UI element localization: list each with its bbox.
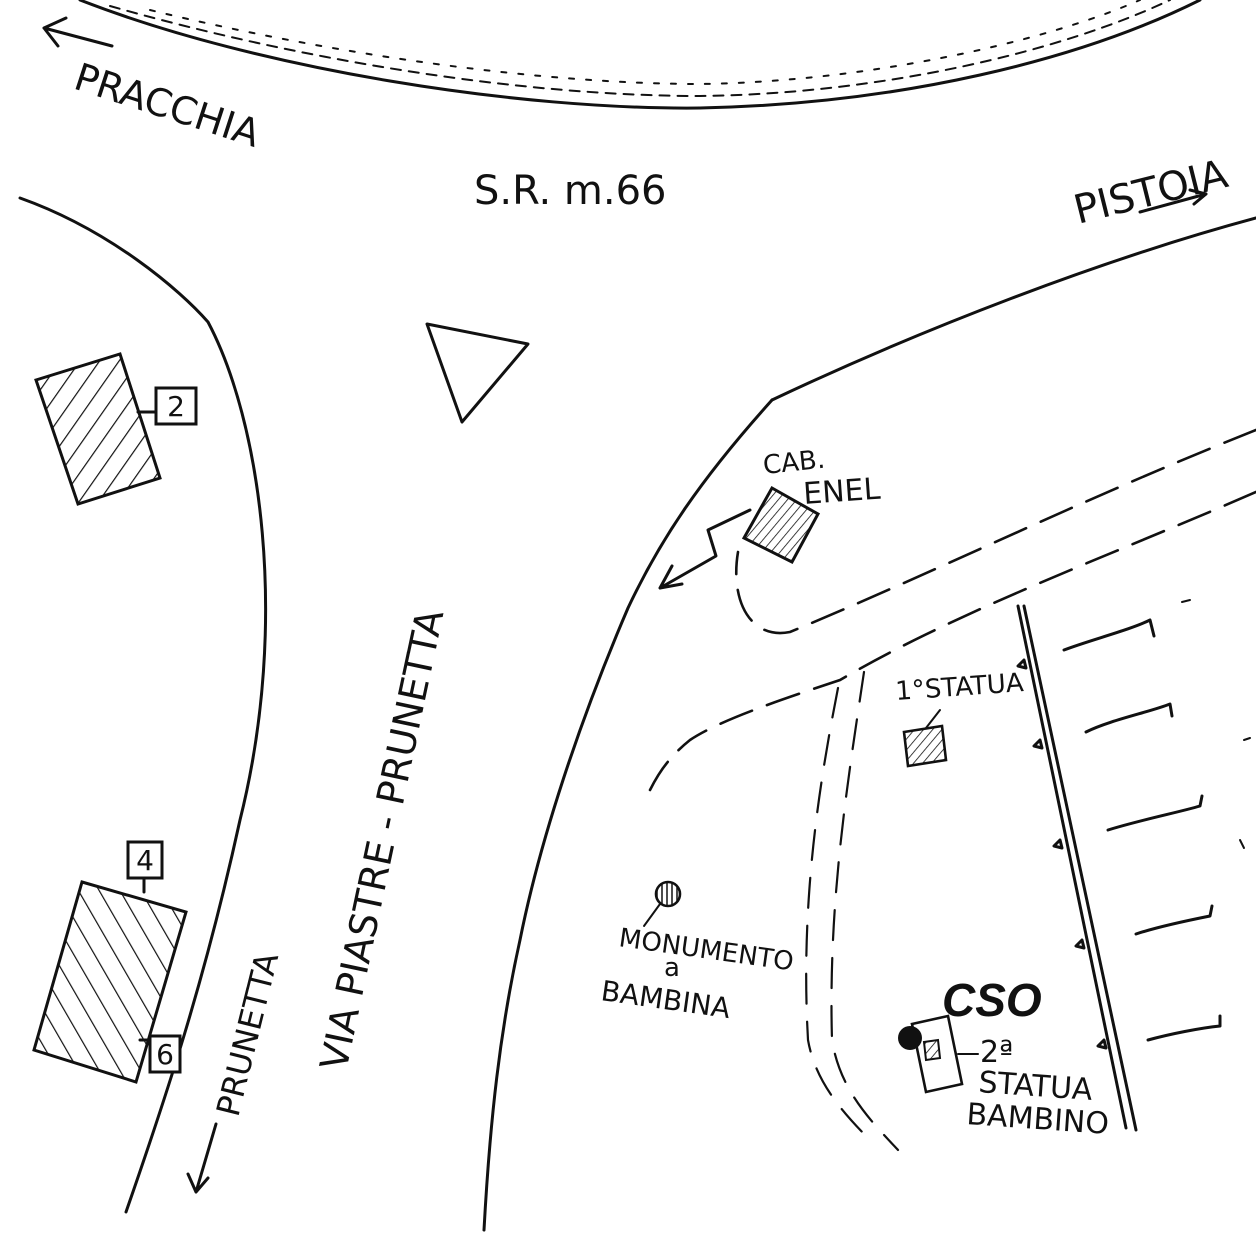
dir-right-label: PISTOIA [1069,151,1232,234]
monument-icon [654,880,682,908]
building-4-number: 4 [136,844,154,877]
cabin-pointer-icon [658,508,752,590]
cabin-label-1: CAB. [762,445,827,481]
direction-pistoia: PISTOIA [1069,151,1232,234]
dir-down-label: PRUNETTA [209,949,286,1120]
road-edge-center [482,398,774,1232]
cso-marker-icon [898,1026,922,1050]
building-4-6: 4 6 [32,840,188,1084]
arrow-right-icon [1138,188,1208,214]
building-6-number: 6 [156,1038,174,1071]
arrow-left-icon [42,16,114,48]
statue2-label-1: 2ª [980,1035,1013,1070]
road-edge-left [18,196,268,1214]
monument-label-2: a [664,953,680,983]
statue1-label: 1°STATUA [894,668,1024,707]
dashed-lane-1 [734,428,1256,635]
road-edge-right [770,216,1256,402]
fence [1016,604,1138,1132]
hedge-curve [78,0,1202,110]
building-2: 2 [34,352,198,506]
dashed-lane-3 [805,686,872,1142]
building-2-number: 2 [167,390,185,423]
road-main-label: S.R. m.66 [474,168,666,214]
direction-prunetta: PRUNETTA [186,949,286,1194]
cabin-label-2: ENEL [802,472,882,512]
yield-sign-icon [425,322,530,424]
cso-label: CSO [942,974,1042,1026]
cso-site: CSO 2ª STATUA BAMBINO [898,974,1110,1142]
monument: MONUMENTO a BAMBINA [599,880,796,1025]
statue-1: 1°STATUA [894,668,1025,768]
dashed-lane-2 [648,490,1256,792]
statue2-label-2: STATUA [977,1065,1094,1108]
arrow-down-icon [186,1122,218,1194]
dir-left-label: PRACCHIA [69,55,265,156]
enel-cabin: CAB. ENEL [658,445,882,590]
dashed-lane-4 [830,670,900,1152]
direction-pracchia: PRACCHIA [42,16,265,156]
parking-stalls [1062,599,1251,1042]
road-side-label: VIA PIASTRE - PRUNETTA [312,606,453,1074]
monument-label-1: MONUMENTO [617,923,796,977]
